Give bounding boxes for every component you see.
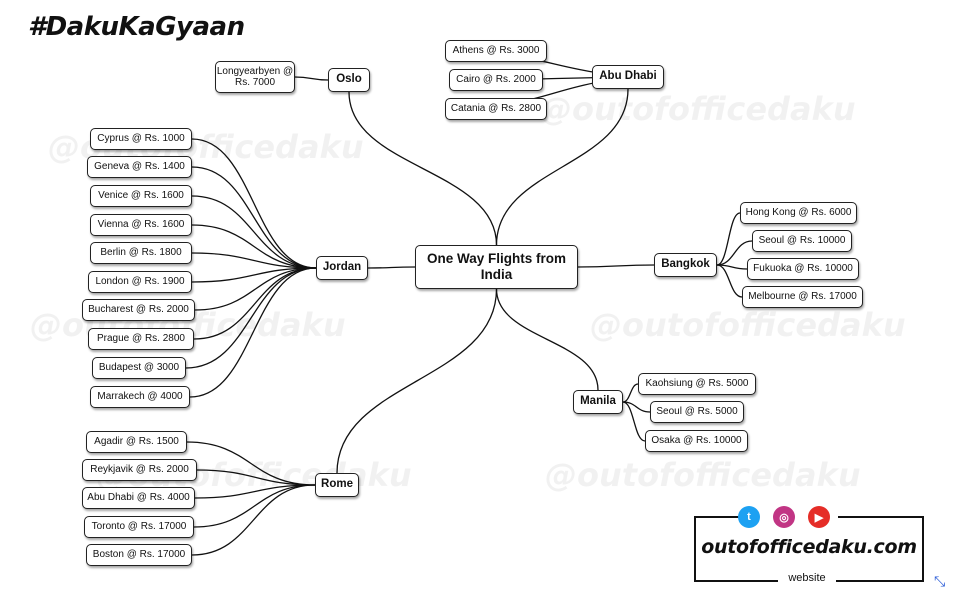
destination-node: Athens @ Rs. 3000 [445, 40, 547, 62]
connector-leaf [186, 441, 316, 486]
connector-root-2 [367, 266, 416, 269]
destination-node: Geneva @ Rs. 1400 [87, 156, 192, 178]
hub-manila: Manila [573, 390, 623, 414]
connector-leaf [622, 383, 639, 403]
destination-node: Fukuoka @ Rs. 10000 [747, 258, 859, 280]
hub-abu-dhabi: Abu Dhabi [592, 65, 664, 89]
connector-root-0 [348, 91, 498, 246]
connector-leaf [716, 264, 743, 298]
destination-node: Venice @ Rs. 1600 [90, 185, 192, 207]
hub-jordan: Jordan [316, 256, 368, 280]
connector-root-3 [577, 264, 655, 268]
destination-node: Toronto @ Rs. 17000 [84, 516, 194, 538]
connector-leaf [191, 484, 316, 556]
connector-root-5 [336, 288, 498, 474]
destination-node: Seoul @ Rs. 5000 [650, 401, 744, 423]
connector-leaf [622, 401, 646, 442]
website-caption: website [788, 572, 826, 584]
destination-node: Berlin @ Rs. 1800 [90, 242, 192, 264]
connector-root-1 [495, 88, 629, 246]
connector-root-4 [495, 288, 599, 391]
destination-node: Budapest @ 3000 [92, 357, 186, 379]
destination-node: Prague @ Rs. 2800 [88, 328, 194, 350]
collapse-icon[interactable]: ⤡ [934, 573, 946, 589]
destination-node: Abu Dhabi @ Rs. 4000 [82, 487, 195, 509]
destination-node: Osaka @ Rs. 10000 [645, 430, 748, 452]
hub-rome: Rome [315, 473, 359, 497]
destination-node: Cyprus @ Rs. 1000 [90, 128, 192, 150]
hashtag-title: #DakuKaGyaan [28, 12, 245, 42]
destination-node: Cairo @ Rs. 2000 [449, 69, 543, 91]
root-node: One Way Flights from India [415, 245, 578, 289]
destination-node: Catania @ Rs. 2800 [445, 98, 547, 120]
destination-node: Agadir @ Rs. 1500 [86, 431, 187, 453]
connector-leaf [191, 252, 317, 269]
destination-node: Seoul @ Rs. 10000 [752, 230, 852, 252]
connector-leaf [191, 138, 317, 269]
connector-leaf [194, 484, 316, 499]
connector-leaf [191, 224, 317, 269]
destination-node: Marrakech @ 4000 [90, 386, 190, 408]
youtube-icon[interactable]: ▶ [808, 506, 830, 528]
instagram-icon[interactable]: ◎ [773, 506, 795, 528]
destination-node: Melbourne @ Rs. 17000 [742, 286, 863, 308]
destination-node: Kaohsiung @ Rs. 5000 [638, 373, 756, 395]
destination-node: Reykjavik @ Rs. 2000 [82, 459, 197, 481]
destination-node: Hong Kong @ Rs. 6000 [740, 202, 857, 224]
connector-leaf [185, 267, 317, 369]
destination-node: Bucharest @ Rs. 2000 [82, 299, 195, 321]
connector-leaf [716, 240, 753, 266]
connector-leaf [194, 267, 317, 311]
connector-leaf [716, 212, 741, 266]
connector-leaf [716, 264, 748, 270]
destination-node: Longyearbyen @ Rs. 7000 [215, 61, 295, 93]
connector-leaf [191, 195, 317, 269]
connector-leaf [622, 401, 651, 413]
connector-leaf [191, 267, 317, 283]
twitter-icon[interactable]: t [738, 506, 760, 528]
destination-node: Boston @ Rs. 17000 [86, 544, 192, 566]
destination-node: London @ Rs. 1900 [88, 271, 192, 293]
branding-frame [694, 516, 924, 582]
hub-oslo: Oslo [328, 68, 370, 92]
website-name[interactable]: outofofficedaku.com [701, 536, 917, 558]
hub-bangkok: Bangkok [654, 253, 717, 277]
connector-leaf [189, 267, 317, 398]
connector-leaf [294, 76, 329, 81]
connector-leaf [193, 484, 316, 528]
destination-node: Vienna @ Rs. 1600 [90, 214, 192, 236]
connector-leaf [196, 469, 316, 486]
connector-leaf [191, 166, 317, 269]
